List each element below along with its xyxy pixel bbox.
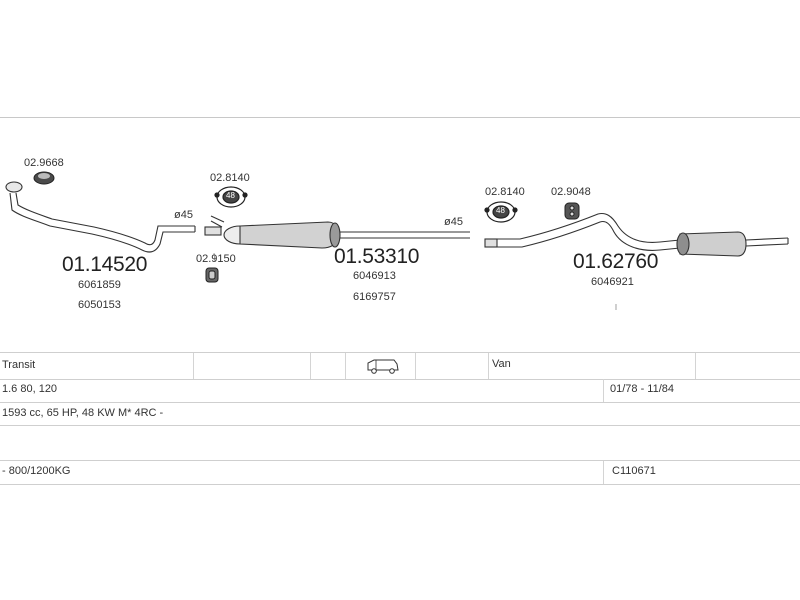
table-row: - 800/1200KG C110671 (0, 461, 800, 485)
middle-silencer-drawing (204, 215, 470, 249)
clamp-drawing-1 (214, 186, 248, 208)
middle-silencer-oe-2: 6169757 (353, 291, 396, 303)
payload: - 800/1200KG (2, 465, 71, 477)
front-pipe-drawing (5, 181, 196, 253)
clamp-drawing-2 (484, 201, 518, 223)
table-row (0, 426, 800, 461)
production-years: 01/78 - 11/84 (610, 383, 675, 395)
table-row: Transit Van (0, 352, 800, 380)
gasket-drawing (33, 171, 55, 185)
body-type: Van (492, 358, 511, 370)
mount-1-part-number: 02.9150 (196, 253, 236, 265)
body-type-icon-cell (366, 353, 400, 379)
mount-drawing-1 (205, 267, 219, 283)
van-icon (367, 359, 399, 374)
vehicle-model: Transit (2, 359, 36, 371)
gasket-part-number: 02.9668 (24, 157, 64, 169)
middle-silencer-oe-1: 6046913 (353, 270, 396, 282)
exhaust-system-diagram (5, 171, 789, 310)
diameter-label-2: ø45 (444, 216, 463, 228)
catalog-number: C110671 (612, 465, 656, 477)
engine: 1.6 80, 120 (2, 383, 58, 395)
clamp-1-part-number: 02.8140 (210, 172, 250, 184)
diameter-label-1: ø45 (174, 209, 193, 221)
rear-silencer-drawing (484, 212, 789, 257)
rear-silencer-part-number: 01.62760 (573, 250, 659, 273)
top-divider (0, 117, 800, 118)
table-row: 1.6 80, 120 01/78 - 11/84 (0, 379, 800, 403)
engine-spec: 1593 cc, 65 HP, 48 KW M* 4RC - (2, 407, 164, 419)
rear-silencer-oe-1: 6046921 (591, 276, 634, 288)
rubber-mount-drawing (564, 202, 580, 220)
front-pipe-oe-1: 6061859 (78, 279, 121, 291)
middle-silencer-part-number: 01.53310 (334, 245, 420, 268)
clamp-2-part-number: 02.8140 (485, 186, 525, 198)
front-pipe-part-number: 01.14520 (62, 253, 148, 276)
clamp-2-badge: 48 (496, 206, 505, 215)
front-pipe-oe-2: 6050153 (78, 299, 121, 311)
leader-lines (213, 252, 617, 310)
table-row: 1593 cc, 65 HP, 48 KW M* 4RC - (0, 403, 800, 426)
clamp-1-badge: 48 (226, 191, 235, 200)
rubber-mount-part-number: 02.9048 (551, 186, 591, 198)
